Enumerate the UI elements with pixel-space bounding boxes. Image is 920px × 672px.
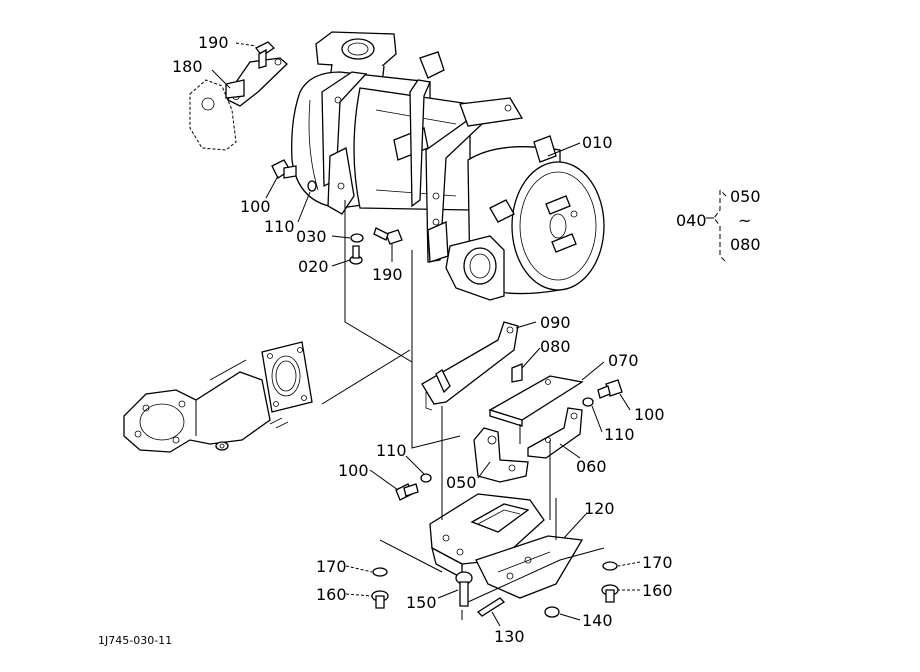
part-120-base-bracket bbox=[429, 493, 584, 599]
part-110-washer-upper bbox=[307, 180, 317, 192]
part-160-bolt-left bbox=[371, 590, 389, 609]
callout-070: 070 bbox=[608, 351, 639, 370]
callout-140: 140 bbox=[582, 611, 613, 630]
leader-lines bbox=[211, 42, 641, 627]
part-010-dpf-assembly bbox=[291, 31, 605, 301]
callout-090: 090 bbox=[540, 313, 571, 332]
callout-130: 130 bbox=[494, 627, 525, 646]
group-to: 080 bbox=[730, 235, 761, 254]
studs bbox=[269, 417, 289, 429]
part-140-nut bbox=[544, 606, 560, 618]
gasket-plate bbox=[261, 341, 313, 413]
group-tilde: ~ bbox=[738, 211, 751, 230]
callout-190-lower: 190 bbox=[372, 265, 403, 284]
callout-120: 120 bbox=[584, 499, 615, 518]
callout-170-right: 170 bbox=[642, 553, 673, 572]
part-070-plate bbox=[488, 375, 584, 444]
callout-110-right: 110 bbox=[604, 425, 635, 444]
callout-060: 060 bbox=[576, 457, 607, 476]
callout-labels: 190 180 010 100 110 030 020 190 090 080 … bbox=[98, 33, 761, 647]
part-190-bolt-top bbox=[255, 41, 276, 69]
part-080-bolt bbox=[511, 363, 523, 383]
exhaust-pipe-outline bbox=[123, 359, 271, 453]
callout-190-top: 190 bbox=[198, 33, 229, 52]
part-180-bracket bbox=[225, 57, 288, 107]
part-170-washer-left bbox=[372, 567, 388, 577]
group-from: 050 bbox=[730, 187, 761, 206]
callout-030: 030 bbox=[296, 227, 327, 246]
callout-080: 080 bbox=[540, 337, 571, 356]
part-150-bolt bbox=[455, 571, 473, 607]
part-090-bracket bbox=[421, 321, 519, 411]
callout-050: 050 bbox=[446, 473, 477, 492]
callout-100-left: 100 bbox=[338, 461, 369, 480]
engine-bracket-outline bbox=[189, 79, 237, 151]
part-170-washer-right bbox=[602, 561, 618, 571]
callout-110-left: 110 bbox=[376, 441, 407, 460]
part-110-washer-left bbox=[420, 473, 432, 483]
group-label: 040 bbox=[676, 211, 707, 230]
part-190-bolt-lower bbox=[373, 227, 403, 245]
part-060-bracket bbox=[527, 407, 583, 459]
part-160-bolt-right bbox=[601, 584, 619, 603]
part-050-bracket bbox=[473, 427, 529, 483]
callout-150: 150 bbox=[406, 593, 437, 612]
callout-100-right: 100 bbox=[634, 405, 665, 424]
callout-160-right: 160 bbox=[642, 581, 673, 600]
part-100-bolt-upper bbox=[271, 159, 297, 179]
callout-020: 020 bbox=[298, 257, 329, 276]
part-110-washer-right bbox=[582, 397, 594, 407]
nut-small bbox=[215, 441, 229, 451]
callout-170-left: 170 bbox=[316, 557, 347, 576]
group-bracket bbox=[706, 189, 727, 263]
part-030-washer bbox=[350, 233, 364, 243]
callout-180: 180 bbox=[172, 57, 203, 76]
part-100-bolt-left bbox=[395, 483, 419, 501]
callout-110-upper: 110 bbox=[264, 217, 295, 236]
assembly-lines bbox=[321, 200, 605, 620]
part-130-stud bbox=[476, 597, 506, 617]
callout-100-upper: 100 bbox=[240, 197, 271, 216]
callout-160-left: 160 bbox=[316, 585, 347, 604]
part-020-bolt bbox=[349, 245, 363, 265]
part-100-bolt-right bbox=[597, 379, 623, 399]
drawing-code: 1J745-030-11 bbox=[98, 634, 172, 647]
callout-010: 010 bbox=[582, 133, 613, 152]
